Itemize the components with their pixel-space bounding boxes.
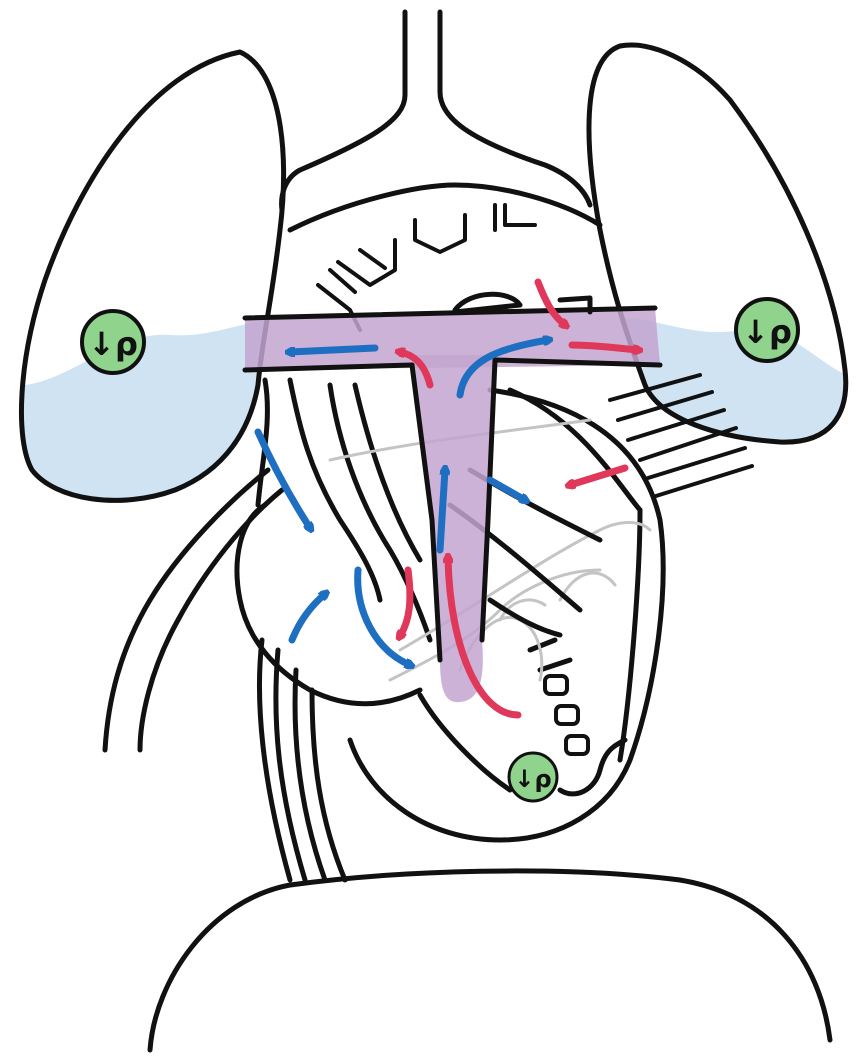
right-lung: [589, 45, 859, 496]
arrow-icon: [292, 594, 325, 640]
left-lung: [0, 52, 300, 520]
arrow-icon: [290, 348, 375, 352]
arrow-icon: [358, 570, 410, 665]
badge-label: ↓ρ: [88, 325, 138, 363]
arrow-icon: [490, 480, 525, 500]
main-trunk-band: [412, 355, 495, 702]
badge-label: ↓ρ: [742, 313, 792, 351]
left-lung-badge: ↓ρ: [82, 311, 144, 373]
arrow-icon: [258, 432, 310, 528]
right-lung-badge: ↓ρ: [736, 299, 798, 361]
arrow-icon: [440, 470, 445, 550]
trachea: [282, 12, 600, 330]
apex-badge: ↓ρ: [509, 753, 557, 801]
diaphragm: [150, 871, 830, 1050]
badge-label: ↓ρ: [514, 765, 551, 793]
shunt-band: [245, 294, 660, 702]
